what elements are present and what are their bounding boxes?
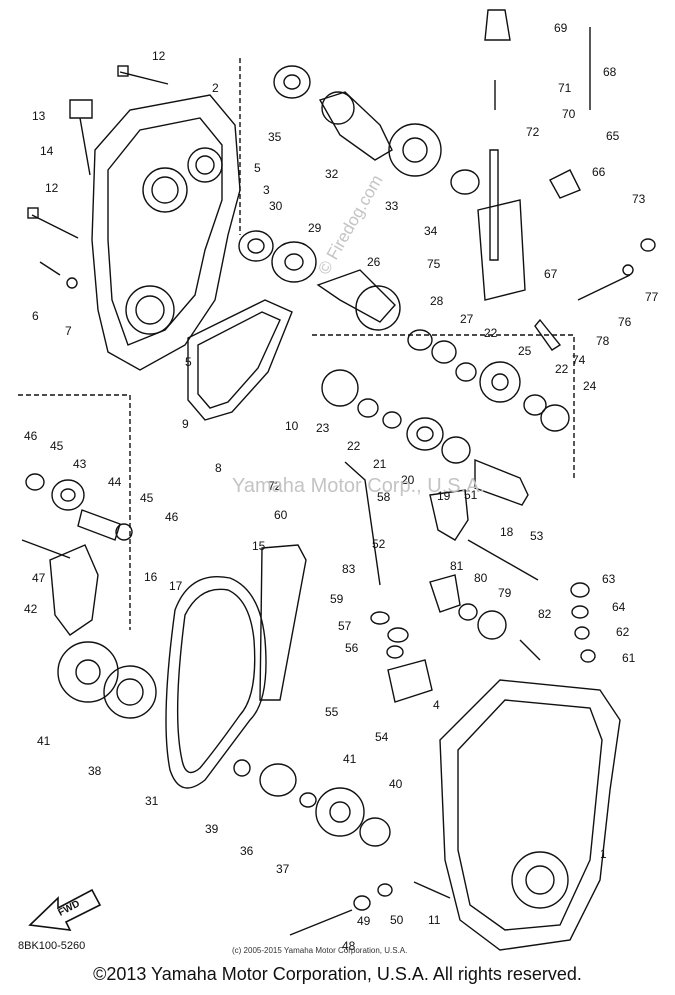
callout-label: 4 <box>433 698 440 712</box>
callout-label: 27 <box>460 312 474 326</box>
part-code: 8BK100-5260 <box>18 940 86 952</box>
callout-label: 81 <box>450 559 464 573</box>
callout-label: 1 <box>600 847 607 861</box>
callout-label: 2 <box>212 81 219 95</box>
callout-label: 40 <box>389 777 403 791</box>
callout-label: 12 <box>45 181 59 195</box>
callout-label: 11 <box>428 913 441 927</box>
callout-label: 20 <box>401 473 415 487</box>
callout-label: 7 <box>65 324 72 338</box>
callout-label: 62 <box>616 625 630 639</box>
callout-label: 78 <box>596 334 610 348</box>
small-copyright: (c) 2005-2015 Yamaha Motor Corporation, … <box>232 946 408 955</box>
callout-label: 19 <box>437 489 451 503</box>
callout-label: 3 <box>263 183 270 197</box>
callout-label: 83 <box>342 562 356 576</box>
callout-label: 22 <box>484 326 498 340</box>
callout-label: 59 <box>330 592 344 606</box>
callout-label: 79 <box>498 586 512 600</box>
callout-label: 5 <box>185 355 192 369</box>
callout-label: 77 <box>645 290 659 304</box>
callout-label: 51 <box>464 488 478 502</box>
callout-label: 72 <box>268 479 282 493</box>
callout-label: 52 <box>372 537 386 551</box>
callout-label: 42 <box>24 602 38 616</box>
callout-label: 12 <box>152 49 166 63</box>
callout-label: 46 <box>24 429 38 443</box>
callout-label: 26 <box>367 255 381 269</box>
callout-label: 46 <box>165 510 179 524</box>
callout-label: 82 <box>538 607 552 621</box>
callout-label: 43 <box>73 457 87 471</box>
callout-label: 65 <box>606 129 620 143</box>
callout-label: 45 <box>140 491 154 505</box>
callout-label: 34 <box>424 224 438 238</box>
callout-label: 64 <box>612 600 626 614</box>
callout-label: 74 <box>572 353 586 367</box>
callout-label: 25 <box>518 344 532 358</box>
callout-label: 54 <box>375 730 389 744</box>
callout-label: 71 <box>558 81 572 95</box>
callout-label: 21 <box>373 457 387 471</box>
callout-label: 70 <box>562 107 576 121</box>
callout-label: 53 <box>530 529 544 543</box>
callout-label: 22 <box>555 362 569 376</box>
callout-label: 17 <box>169 579 183 593</box>
callout-label: 33 <box>385 199 399 213</box>
callout-label: 28 <box>430 294 444 308</box>
callout-label: 68 <box>603 65 617 79</box>
callout-label: 66 <box>592 165 606 179</box>
callout-label: 60 <box>274 508 288 522</box>
callout-label: 58 <box>377 490 391 504</box>
callout-label: 14 <box>40 144 54 158</box>
callout-label: 76 <box>618 315 632 329</box>
callout-label: 38 <box>88 764 102 778</box>
callout-label: 48 <box>342 939 356 953</box>
callout-label: 15 <box>252 539 266 553</box>
callout-label: 73 <box>632 192 646 206</box>
callout-label: 8 <box>215 461 222 475</box>
callout-label: 5 <box>254 161 261 175</box>
callout-label: 63 <box>602 572 616 586</box>
left-case-cover <box>91 94 241 371</box>
callout-label: 37 <box>276 862 290 876</box>
callout-label: 24 <box>583 379 597 393</box>
callout-label: 18 <box>500 525 514 539</box>
callout-label: 13 <box>32 109 46 123</box>
callout-label: 80 <box>474 571 488 585</box>
callout-label: 61 <box>622 651 636 665</box>
callout-label: 57 <box>338 619 352 633</box>
callout-label: 50 <box>390 913 404 927</box>
callout-label: 39 <box>205 822 219 836</box>
callout-label: 32 <box>325 167 339 181</box>
callout-label: 56 <box>345 641 359 655</box>
callout-label: 75 <box>427 257 441 271</box>
callout-label: 36 <box>240 844 254 858</box>
callout-label: 47 <box>32 571 46 585</box>
callout-label: 10 <box>285 419 299 433</box>
callout-label: 9 <box>182 417 189 431</box>
right-case-cover <box>439 679 621 951</box>
callout-label: 55 <box>325 705 339 719</box>
callout-label: 30 <box>269 199 283 213</box>
callout-label: 67 <box>544 267 558 281</box>
callout-label: 49 <box>357 914 371 928</box>
callout-label: 41 <box>343 752 357 766</box>
callout-label: 31 <box>145 794 159 808</box>
callout-label: 72 <box>526 125 540 139</box>
callout-label: 22 <box>347 439 361 453</box>
callout-label: 16 <box>144 570 158 584</box>
footer-copyright: ©2013 Yamaha Motor Corporation, U.S.A. A… <box>93 964 582 984</box>
watermark-yamaha: Yamaha Motor Corp., U.S.A. <box>232 475 486 497</box>
callout-label: 41 <box>37 734 51 748</box>
callout-label: 35 <box>268 130 282 144</box>
callout-label: 69 <box>554 21 568 35</box>
callout-label: 6 <box>32 309 39 323</box>
callout-label: 44 <box>108 475 122 489</box>
callout-label: 45 <box>50 439 64 453</box>
callout-label: 29 <box>308 221 322 235</box>
callout-label: 23 <box>316 421 330 435</box>
